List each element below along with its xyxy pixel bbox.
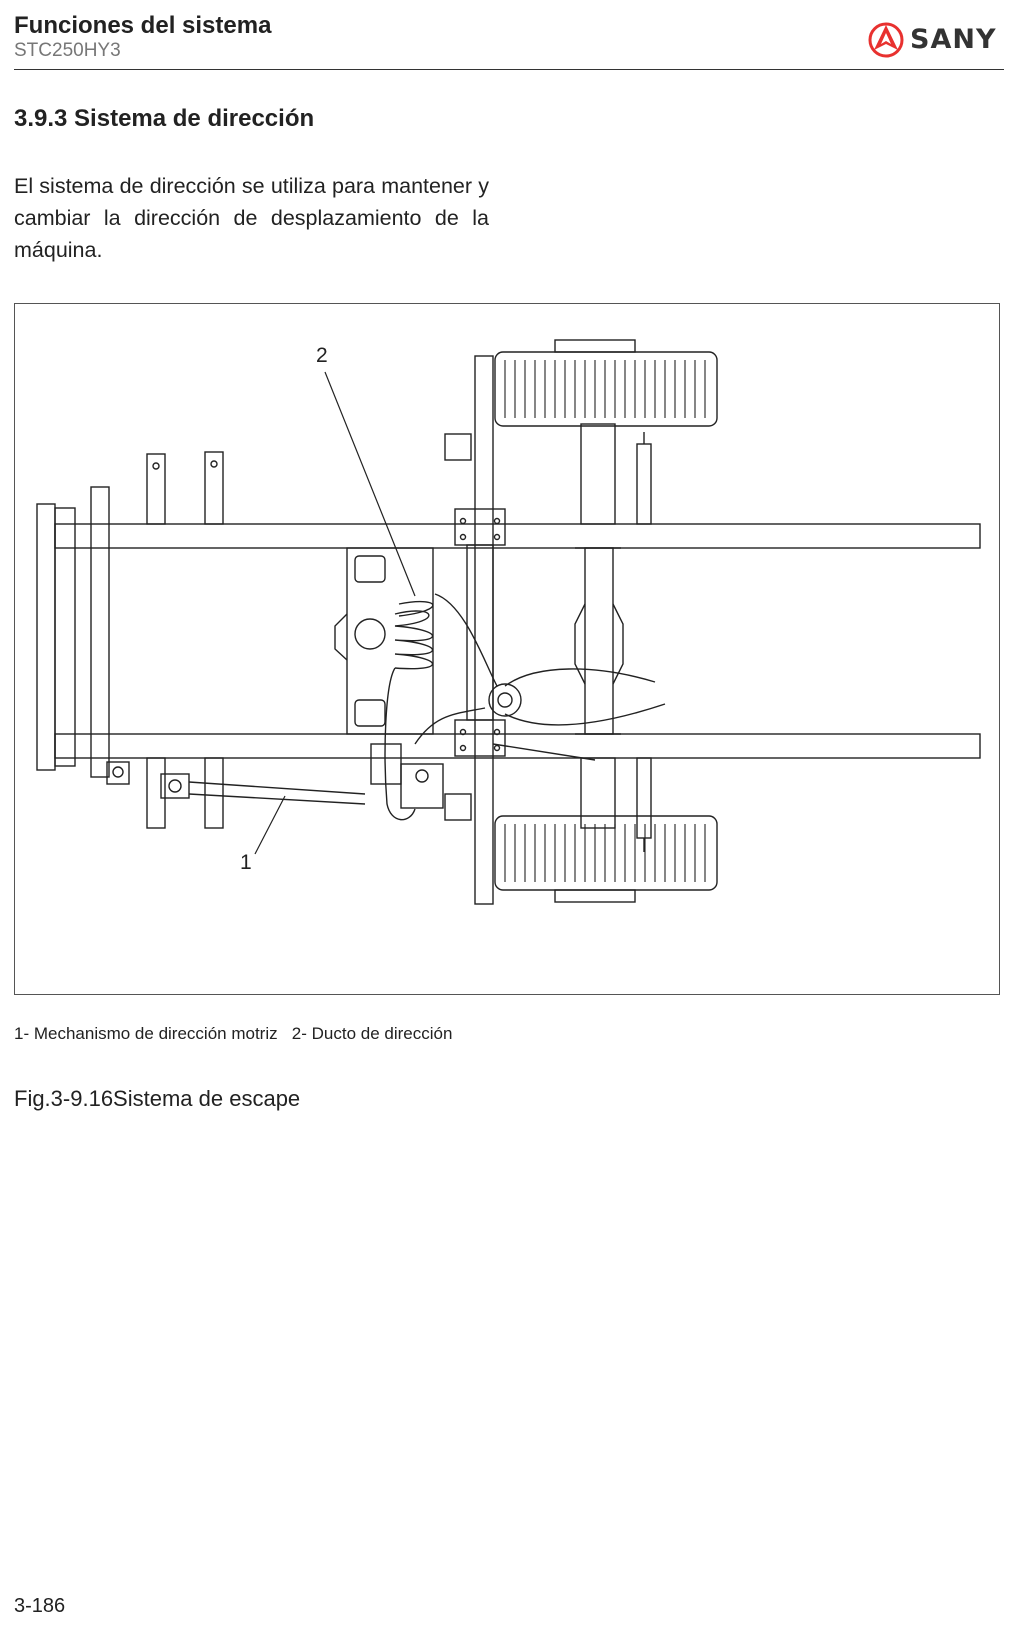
callout-2: 2 xyxy=(316,344,328,367)
steering-system-figure: 2 1 xyxy=(14,303,1000,995)
tire-tread-bottom xyxy=(504,824,706,882)
section-paragraph: El sistema de dirección se utiliza para … xyxy=(14,174,489,262)
tire-tread-top xyxy=(504,360,706,418)
section-heading: 3.9.3 Sistema de dirección xyxy=(14,105,315,132)
page-number: 3-186 xyxy=(14,1595,66,1617)
figure-legend: 1- Mechanismo de dirección motriz 2- Duc… xyxy=(14,1024,453,1043)
page-header-title: Funciones del sistema xyxy=(14,12,272,39)
header-divider xyxy=(14,69,1004,70)
chassis-drawing xyxy=(36,339,981,905)
page-header-model: STC250HY3 xyxy=(14,40,121,61)
brand-name: SANY xyxy=(910,24,997,55)
callout-1: 1 xyxy=(240,851,252,874)
figure-caption: Fig.3-9.16Sistema de escape xyxy=(14,1086,301,1111)
sany-logo-icon xyxy=(868,22,904,58)
